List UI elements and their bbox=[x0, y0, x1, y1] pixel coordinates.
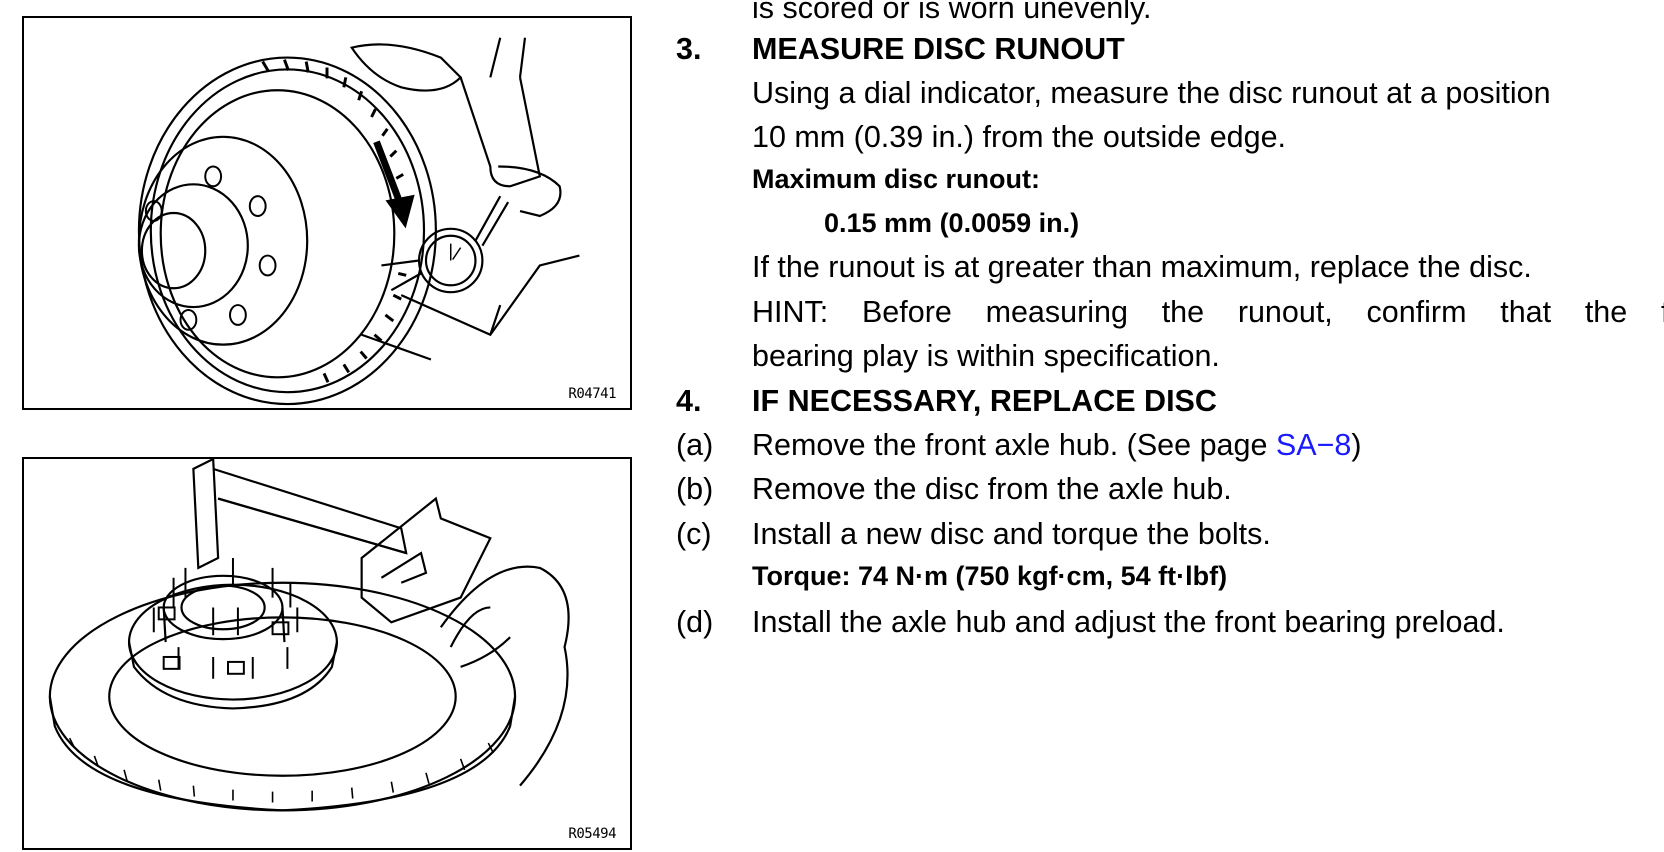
hint-text: HINT: Before measuring the runout, confirm tha… bbox=[752, 297, 1664, 328]
hint-word: HINT: bbox=[752, 295, 829, 329]
figure-code: R05494 bbox=[566, 826, 618, 842]
hint-word: runout, bbox=[1237, 295, 1333, 329]
hint-word: the bbox=[1161, 295, 1205, 329]
hint-word: confirm bbox=[1366, 295, 1467, 329]
disc-runout-drawing bbox=[137, 37, 580, 406]
disc-install-illustration: R05494 bbox=[22, 457, 632, 850]
hint-word: Before bbox=[861, 295, 952, 329]
section-title: MEASURE DISC RUNOUT bbox=[752, 32, 1125, 66]
section-number: 4. bbox=[676, 384, 702, 418]
disc-install-drawing bbox=[48, 459, 570, 812]
figure-code: R04741 bbox=[566, 386, 618, 402]
disc-runout-illustration: R04741 bbox=[22, 16, 632, 410]
page-link-sa-8[interactable]: SA−8 bbox=[1275, 428, 1352, 462]
hint-word: that bbox=[1500, 295, 1552, 329]
hint-word: measuring bbox=[985, 295, 1128, 329]
hint-word: front bbox=[1661, 297, 1664, 328]
section-title: IF NECESSARY, REPLACE DISC bbox=[752, 384, 1217, 418]
section-number: 3. bbox=[676, 32, 702, 66]
hint-word: the bbox=[1584, 295, 1628, 329]
